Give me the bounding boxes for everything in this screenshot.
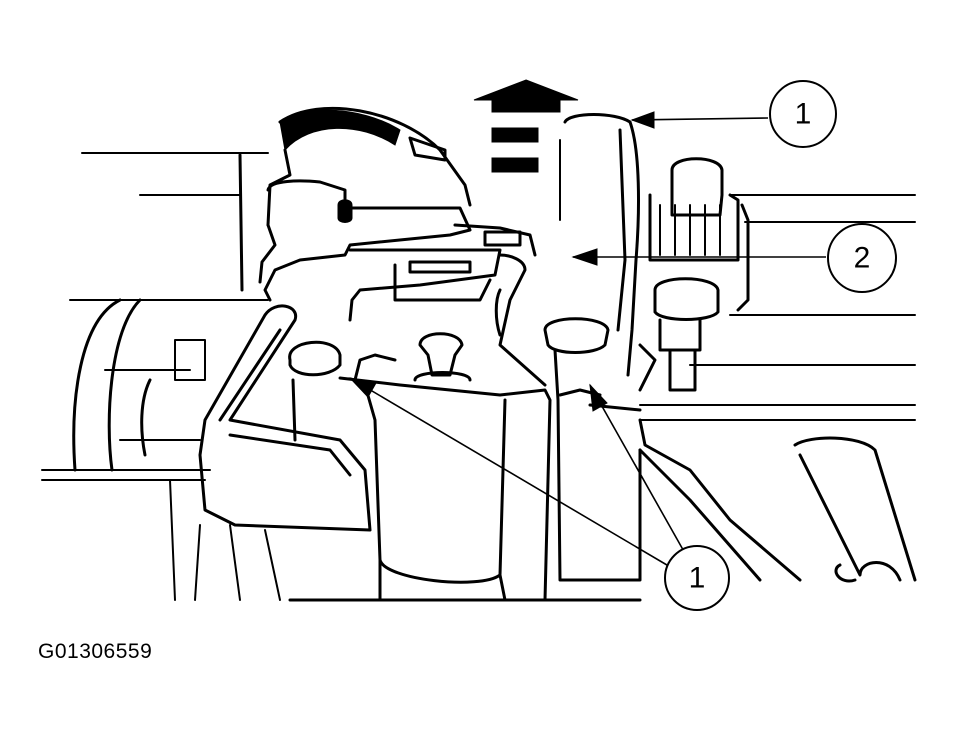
bypass-tube: [169, 304, 372, 601]
right-fittings: [638, 157, 750, 392]
callout-leaders: [348, 111, 826, 569]
callout-1-bottom-label: 1: [689, 562, 706, 595]
callout-1-bottom: 1: [664, 545, 730, 611]
callout-2-label: 2: [854, 242, 871, 275]
callout-2: 2: [827, 223, 897, 293]
callout-1-top-label: 1: [795, 98, 812, 131]
lower-body: [288, 317, 642, 602]
up-arrow-dashed-icon: [473, 79, 579, 173]
lower-right-bracket: [638, 418, 917, 583]
callout-1-top: 1: [769, 80, 837, 148]
cylindrical-housing: [559, 113, 640, 377]
figure-id-label: G01306559: [38, 640, 153, 663]
right-frame-lines: [639, 194, 916, 421]
connector-body: [258, 179, 547, 387]
left-frame-lines: [41, 152, 269, 481]
upper-cover: [238, 106, 472, 292]
pulley: [72, 298, 206, 472]
